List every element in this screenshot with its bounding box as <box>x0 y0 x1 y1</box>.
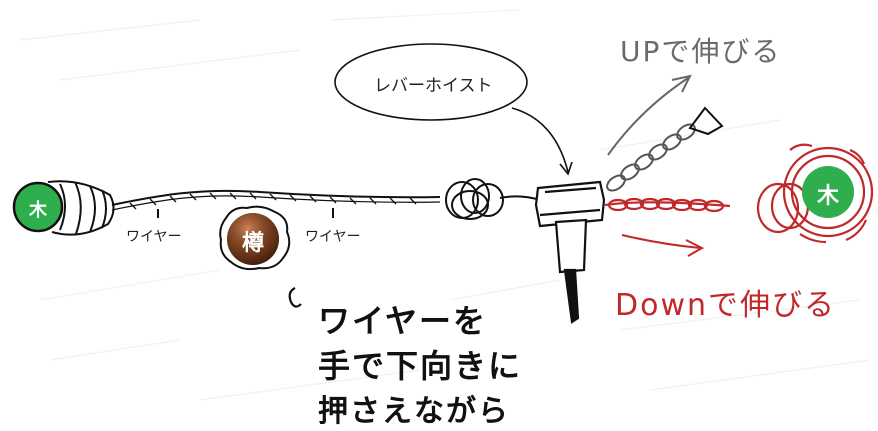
down-chain <box>604 143 874 244</box>
tree-right-label: 木 <box>816 184 839 209</box>
tree-right-circle <box>802 166 854 218</box>
wire-label-left: ワイヤー <box>126 229 182 245</box>
down-extend-text: Downで伸びる <box>615 288 837 323</box>
left-rope-anchor <box>47 180 115 236</box>
up-arrow <box>607 74 692 156</box>
note-line-1: ワイヤーを <box>318 302 488 340</box>
up-chain <box>606 106 724 192</box>
note-line-2: 手で下向きに <box>318 347 523 385</box>
main-wire <box>111 189 441 218</box>
tree-left-circle <box>12 181 64 233</box>
tree-left-label: 木 <box>29 200 47 221</box>
wire-label-right: ワイヤー <box>305 229 361 245</box>
barrel-group <box>219 205 291 271</box>
barrel-label: 樽 <box>241 231 264 256</box>
lever-hoist <box>534 180 606 324</box>
note-bracket <box>288 287 302 308</box>
up-extend-text: UPで伸びる <box>620 35 782 68</box>
wire-coil <box>445 178 541 220</box>
down-arrow <box>621 234 705 257</box>
lever-hoist-label: レバーホイスト <box>374 76 493 96</box>
background-sketch-strokes <box>19 9 871 401</box>
lever-hoist-bubble <box>334 43 573 176</box>
note-line-3: 押さえながら <box>318 394 510 429</box>
